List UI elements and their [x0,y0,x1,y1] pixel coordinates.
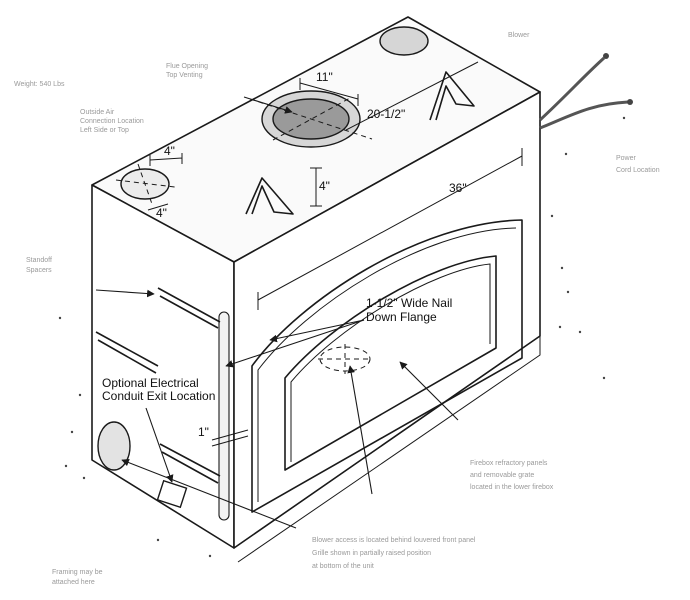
power-note-2: Cord Location [616,167,660,174]
leader-side-vent [95,289,155,298]
standoff-spacer-front [245,177,294,215]
weight-note: Weight: 540 Lbs [14,81,65,88]
firebox-note-2: and removable grate [470,472,534,479]
bottom-note-1: Blower access is located behind louvered… [312,537,476,544]
nail-flange-label-line1: 1-1/2" Wide Nail [366,296,452,310]
leader-nail-flange-2 [269,319,365,343]
framing-note-1: Framing may be [52,569,103,576]
side-air-inlet [97,421,131,471]
leader-conduit [145,407,174,483]
leader-nail-flange-1 [225,319,365,368]
rear-vent [379,26,429,56]
dim-line-depth [299,78,359,106]
standoff-note-1: Standoff [26,257,52,264]
power-cord-2 [538,56,606,122]
dim-vent-b-label: 4" [156,206,167,220]
dim-offset-label: 1" [198,425,209,439]
left-louver-3 [159,443,221,484]
left-louver-1 [157,287,221,329]
power-note-1: Power [616,155,637,162]
nail-flange-strip [218,311,230,521]
framing-note-2: attached here [52,579,95,586]
scan-speckles [58,116,626,558]
firebox-note-3: located in the lower firebox [470,484,554,491]
flue-note-1: Flue Opening [166,63,208,70]
conduit-label-line2: Conduit Exit Location [102,389,215,403]
leader-bottom-note [121,458,297,529]
dim-vent-a-label: 4" [164,144,175,158]
leader-flue [243,96,293,114]
conduit-label-line1: Optional Electrical [102,376,199,390]
cord-end-2 [603,53,609,59]
dim-front-width-label: 36" [449,181,467,195]
leader-bottom-note-2 [347,365,373,495]
dim-line-vent-b [147,203,169,211]
dim-line-offset [211,429,249,447]
outside-air-note-1: Outside Air [80,109,115,116]
firebox-outer-frame [251,219,523,513]
power-cord [539,100,629,130]
leader-firebox [399,361,459,421]
outside-air-note-3: Left Side or Top [80,127,129,134]
dim-line-front-width [257,148,523,310]
outside-air-note-2: Connection Location [80,118,144,125]
bottom-note-2: Grille shown in partially raised positio… [312,550,431,557]
dim-width-top-label: 20-1/2" [367,107,405,121]
dim-depth-label: 11" [316,70,333,84]
base-ledge [233,335,541,563]
firebox-opening-inner [290,263,491,462]
cord-end-1 [627,99,633,105]
dim-collar-label: 4" [319,179,330,193]
front-vent-crosshair [318,344,372,374]
standoff-note-2: Spacers [26,267,52,274]
left-louver-2 [95,331,159,374]
outside-air-crosshair [115,163,176,205]
dim-line-vent-a [149,153,183,166]
dim-line-width-top [345,61,479,131]
firebox-note-1: Firebox refractory panels [470,460,548,467]
firebox-opening [284,255,497,471]
bottom-note-3: at bottom of the unit [312,563,374,570]
nail-flange-label-line2: Down Flange [366,310,437,324]
firebox-frame-inner [257,227,517,502]
conduit-exit-box [156,479,188,509]
flue-note-2: Top Venting [166,72,203,79]
blower-note: Blower [508,32,530,39]
dim-line-collar [310,167,322,207]
